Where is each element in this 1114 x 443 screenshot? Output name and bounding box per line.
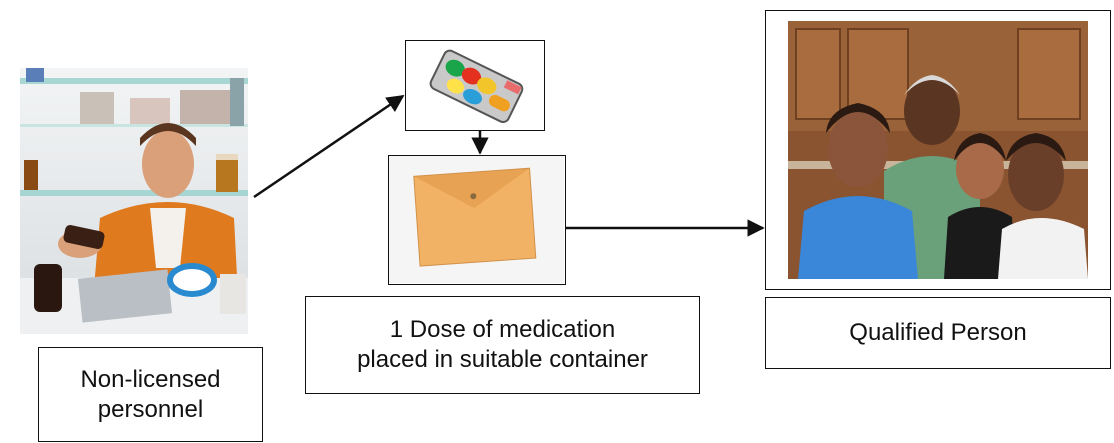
- arrow-personnel-to-medication: [253, 94, 405, 199]
- medication-box: [405, 40, 545, 131]
- container-label: 1 Dose of medication placed in suitable …: [305, 296, 700, 394]
- personnel-photo: [20, 68, 248, 334]
- family-photo: [788, 21, 1088, 279]
- recipient-label: Qualified Person: [765, 297, 1111, 369]
- personnel-label: Non-licensed personnel: [38, 347, 263, 442]
- pill-tray-icon: [429, 49, 524, 124]
- envelope-icon: [389, 156, 564, 283]
- container-box: [388, 155, 566, 285]
- recipient-photo-frame: [765, 10, 1111, 290]
